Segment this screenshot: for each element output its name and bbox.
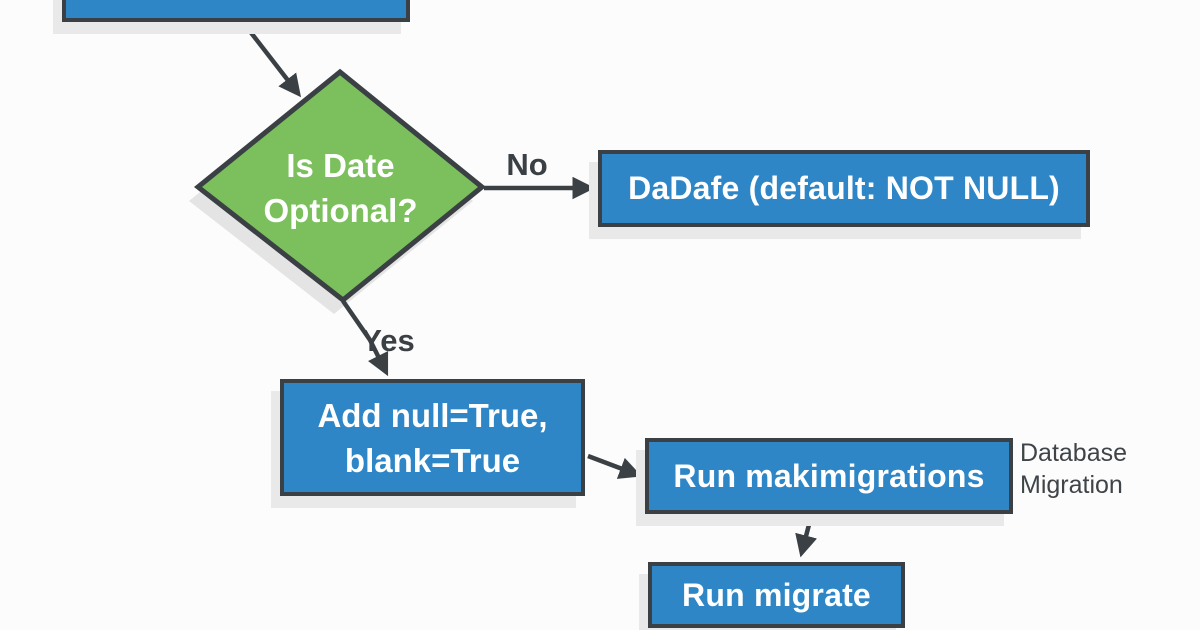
migrate-box: Run migrate [648,562,905,628]
decision-label-line1: Is Date [286,147,395,184]
annotation-line2: Migration [1020,471,1123,499]
decision-label: Is Date Optional? [198,142,483,234]
add-null-blank-line1: Add null=True, [317,396,548,434]
not-null-box: DaDafe (default: NOT NULL) [598,150,1090,227]
top-process-box [62,0,410,22]
migrate-box-label: Run migrate [682,576,871,613]
arrow-makemigrations-to-migrate [795,516,818,558]
makemigrations-box: Run makimigrations [645,438,1013,514]
add-null-blank-line2: blank=True [344,441,521,479]
decision-diamond [193,68,486,304]
decision-label-line2: Optional? [263,192,418,229]
edge-label-no: No [506,147,548,182]
arrow-yesbox-to-makemigrations [587,453,642,479]
edge-label-yes: Yes [361,323,415,358]
annotation-line1: Database [1020,439,1128,467]
arrow-yes-branch [341,299,389,377]
database-migration-annotation: Database Migration [1020,437,1127,501]
add-null-blank-box: Add null=True, blank=True [280,379,585,496]
arrow-topbox-to-decision [240,19,302,98]
makemigrations-box-label: Run makimigrations [673,457,985,494]
not-null-box-label: DaDafe (default: NOT NULL) [628,170,1060,206]
